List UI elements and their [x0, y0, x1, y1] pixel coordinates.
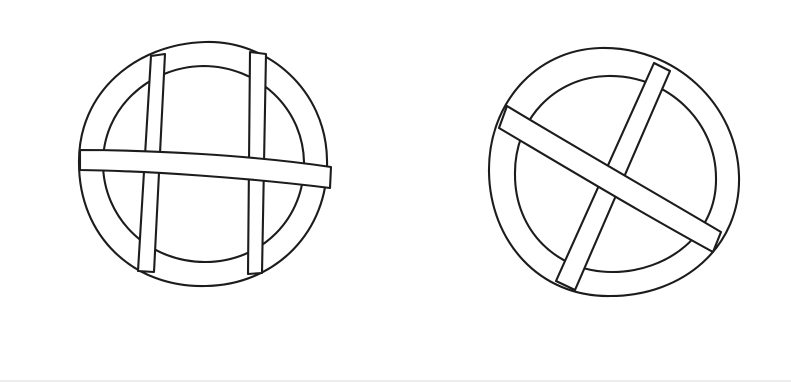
right-ring-diagonal-strip-falling [499, 106, 721, 252]
left-ring-horizontal-strip [80, 150, 331, 188]
left-ring [79, 42, 331, 286]
right-ring [489, 48, 739, 296]
bottom-divider [0, 380, 791, 382]
